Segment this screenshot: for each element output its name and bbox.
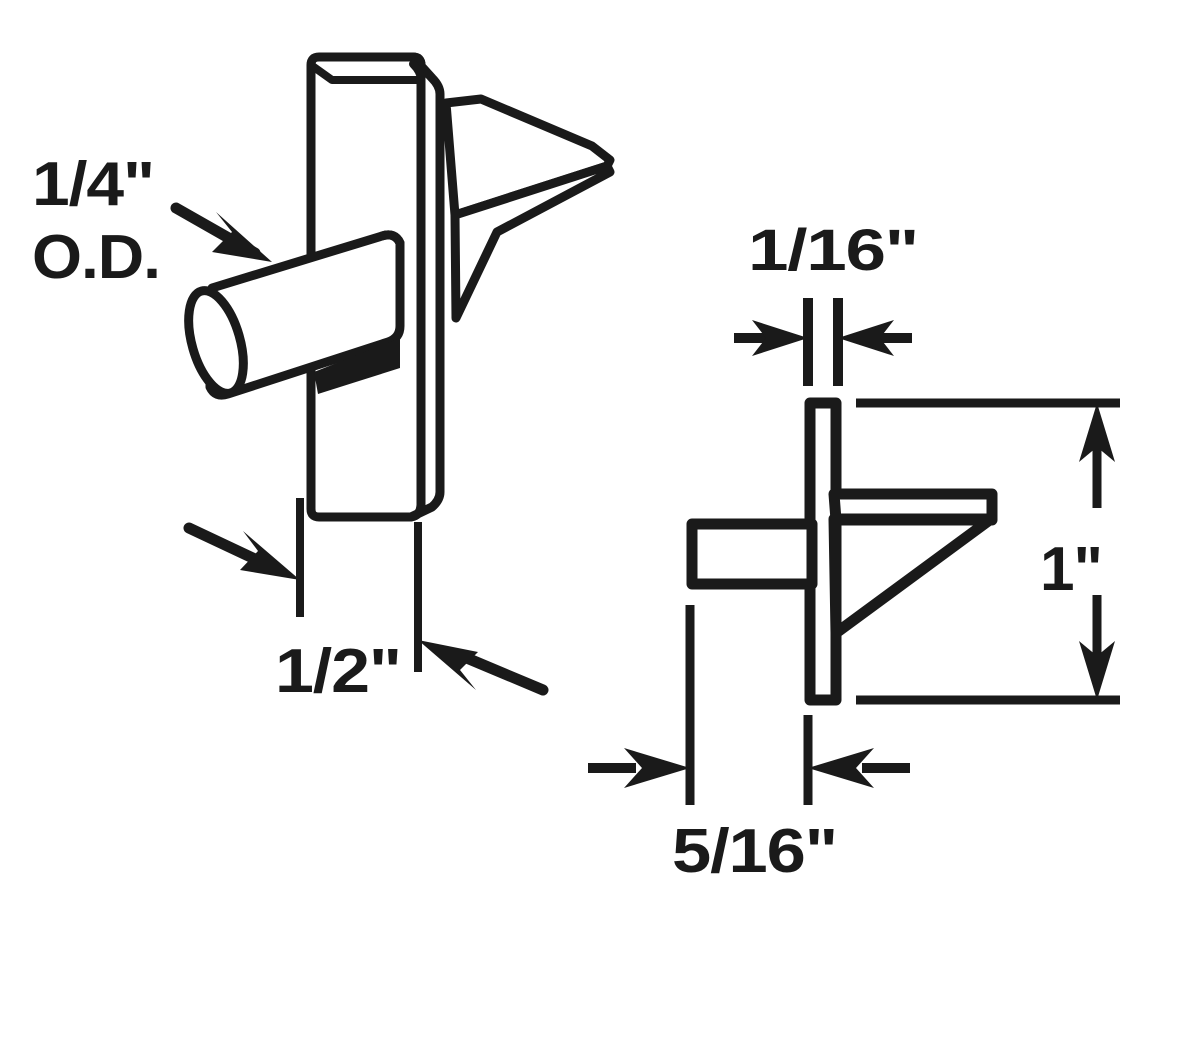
plate-width-leader-right xyxy=(456,650,549,696)
profile-view-group xyxy=(588,298,1120,805)
pin-diameter-label-line1: 1/4" xyxy=(32,150,154,219)
support-wing-front-face xyxy=(450,161,615,323)
profile-pin xyxy=(686,518,818,590)
overall-height-dimension xyxy=(856,398,1120,705)
pin-diameter-leader xyxy=(170,202,272,262)
plate-thickness-dimension xyxy=(734,298,912,386)
plate-thickness-arrowhead-right xyxy=(838,320,894,356)
plate-width-arrowhead-left xyxy=(240,531,300,580)
plate-width-arrowhead-right xyxy=(418,640,478,690)
plate-width-label: 1/2" xyxy=(275,637,401,706)
pin-diameter-arrowhead xyxy=(212,212,272,262)
pin-length-arrowhead-left xyxy=(624,748,690,788)
back-plate-side-face xyxy=(406,52,445,522)
plate-thickness-arrowhead-left xyxy=(752,320,808,356)
overall-height-arrowhead-bottom xyxy=(1079,641,1115,700)
pin-length-label: 5/16" xyxy=(672,817,837,886)
profile-wing-diagonal xyxy=(828,513,997,639)
plate-thickness-label: 1/16" xyxy=(748,218,918,283)
cylindrical-pin-end-face xyxy=(184,286,248,398)
overall-height-arrowhead-top xyxy=(1079,403,1115,462)
pin-length-dimension xyxy=(588,605,910,805)
pin-diameter-label-line2: O.D. xyxy=(32,223,160,292)
plate-width-dimension xyxy=(183,498,549,696)
pin-length-arrowhead-right xyxy=(808,748,874,788)
pin-plate-shadow xyxy=(314,338,400,394)
pin-plate-junction-top xyxy=(377,230,405,248)
isometric-view-group xyxy=(170,52,615,696)
overall-height-label: 1" xyxy=(1040,535,1102,604)
back-plate-top-edge xyxy=(307,53,425,84)
